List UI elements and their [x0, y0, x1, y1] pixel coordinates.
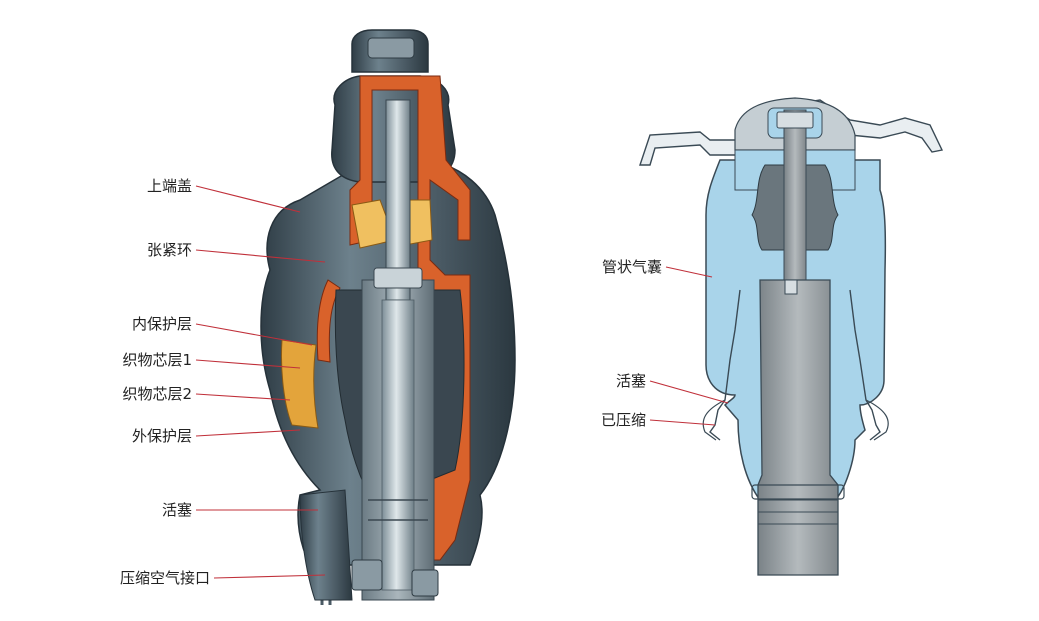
left-labels: 上端盖 张紧环 内保护层 织物芯层1 织物芯层2 外保护层 活塞 压缩空气接口: [120, 177, 210, 587]
label-top-cap: 上端盖: [147, 177, 192, 195]
label-fabric-layer-1: 织物芯层1: [122, 351, 192, 369]
label-air-port: 压缩空气接口: [120, 569, 210, 587]
rod-nut: [776, 111, 814, 129]
label-clamp-ring: 张紧环: [147, 241, 192, 259]
clip-right: [865, 399, 889, 441]
guide-right: [849, 289, 881, 441]
damper-inner: [381, 299, 415, 591]
right-leaders: [649, 266, 729, 426]
label-inner-layer: 内保护层: [132, 315, 192, 333]
cutaway-left-wall: [316, 279, 341, 363]
guide-left: [709, 289, 741, 441]
bottom-clamp: [751, 484, 845, 500]
label-piston-left: 活塞: [162, 501, 192, 519]
left-air-spring: [260, 29, 516, 605]
right-air-spring: [639, 97, 944, 576]
rod-collar: [373, 267, 423, 289]
piston-cap: [784, 279, 798, 295]
inner-chamber-right: [429, 289, 465, 481]
right-labels: 管状气囊 活塞 已压缩: [601, 258, 662, 429]
piston-rod: [385, 99, 411, 301]
top-nut: [367, 37, 415, 59]
bottom-fitting: [351, 559, 383, 591]
label-piston-right: 活塞: [616, 372, 646, 390]
right-piston: [757, 279, 839, 576]
piston-skirt: [299, 489, 353, 601]
label-fabric-layer-2: 织物芯层2: [122, 385, 192, 403]
right-piston-rod: [783, 109, 807, 281]
label-outer-layer: 外保护层: [132, 427, 192, 445]
fabric-insert: [281, 339, 319, 429]
clip-left: [702, 399, 726, 441]
bottom-fitting-2: [411, 569, 439, 597]
label-tubular-airbag: 管状气囊: [602, 258, 662, 276]
label-compressed: 已压缩: [601, 411, 646, 429]
left-leaders: [195, 185, 326, 579]
